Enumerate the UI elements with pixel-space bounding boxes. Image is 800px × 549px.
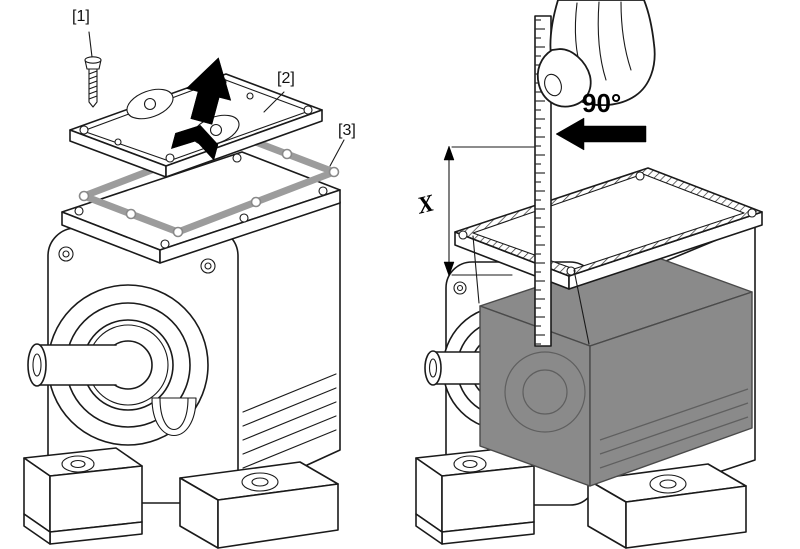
callout-3-label: [3] <box>338 122 356 139</box>
right-figure-oil-level-check <box>415 0 763 549</box>
output-shaft <box>27 343 117 387</box>
screw <box>84 56 102 108</box>
dimension-x <box>443 145 535 277</box>
thumbnail <box>544 73 562 97</box>
rim-bolt-holes <box>458 171 757 276</box>
screw-threads <box>88 70 98 100</box>
drain-loop <box>151 397 197 437</box>
inner-wall-edges <box>472 235 590 345</box>
cooling-ribs <box>242 373 337 469</box>
oil-hidden-details <box>504 351 749 469</box>
angle-arrow <box>555 117 647 151</box>
mounting-feet <box>23 447 339 549</box>
removal-arrow <box>171 57 232 161</box>
gearbox2-front-bolt <box>453 281 467 295</box>
gearbox2-feet <box>415 447 747 549</box>
front-bolts <box>58 246 216 274</box>
hand <box>536 0 656 108</box>
left-figure-cover-removal <box>23 31 345 549</box>
angle-90-label: 90° <box>582 88 622 118</box>
oil-volume <box>479 251 753 487</box>
callout-2-label: [2] <box>277 70 295 87</box>
callout-1-label: [1] <box>72 8 90 25</box>
leader-lines <box>88 31 345 167</box>
top-flange <box>61 151 341 264</box>
flange-bolt-holes <box>74 153 328 249</box>
